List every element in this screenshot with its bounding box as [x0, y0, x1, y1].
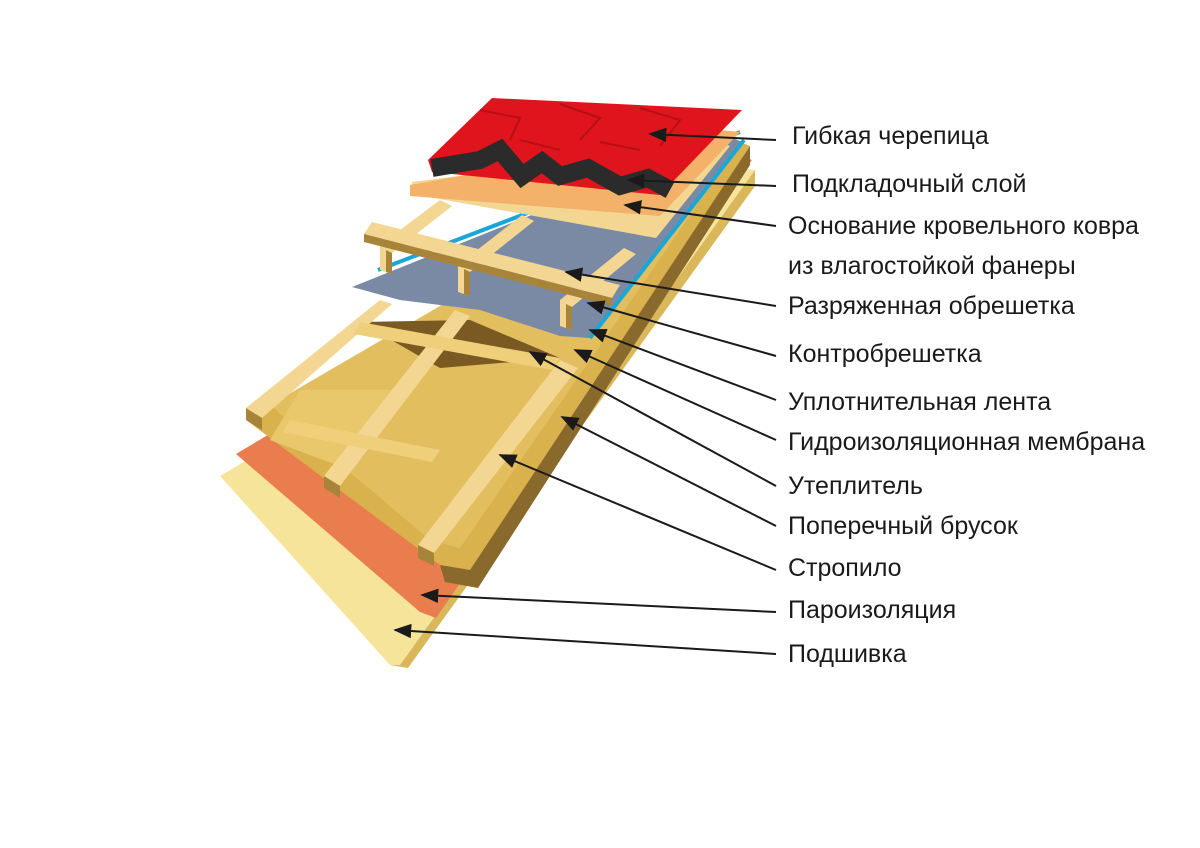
label-sparse-battens: Разряженная обрешетка	[788, 292, 1075, 320]
label-plywood-line2: из влагостойкой фанеры	[788, 252, 1076, 280]
leader-insulation	[528, 351, 777, 487]
label-shingles: Гибкая черепица	[792, 122, 989, 150]
cross-beams	[282, 322, 560, 462]
leader-underlay	[626, 173, 777, 188]
leader-sealing-tape	[588, 328, 777, 401]
leader-sparse-battens	[564, 267, 777, 307]
label-insulation: Утеплитель	[788, 472, 923, 500]
counter-battens	[380, 200, 636, 330]
label-underlay: Подкладочный слой	[792, 170, 1027, 198]
label-plywood-line1: Основание кровельного ковра	[788, 212, 1139, 240]
leader-counter-battens	[586, 300, 777, 357]
label-sealing-tape: Уплотнительная лента	[788, 388, 1052, 416]
label-soffit: Подшивка	[788, 640, 907, 668]
leader-rafter	[498, 454, 777, 571]
leader-plywood	[623, 200, 777, 227]
label-cross-beam: Поперечный брусок	[788, 512, 1018, 540]
label-counter-battens: Контробрешетка	[788, 340, 982, 368]
leader-membrane	[573, 349, 777, 441]
leader-vapor-barrier	[420, 588, 777, 613]
label-membrane: Гидроизоляционная мембрана	[788, 428, 1146, 456]
label-vapor-barrier: Пароизоляция	[788, 596, 957, 624]
leader-shingles	[648, 127, 777, 142]
leader-lines	[393, 127, 777, 655]
label-rafter: Стропило	[788, 554, 902, 582]
leader-soffit	[393, 623, 777, 655]
leader-cross-beam	[560, 416, 777, 527]
